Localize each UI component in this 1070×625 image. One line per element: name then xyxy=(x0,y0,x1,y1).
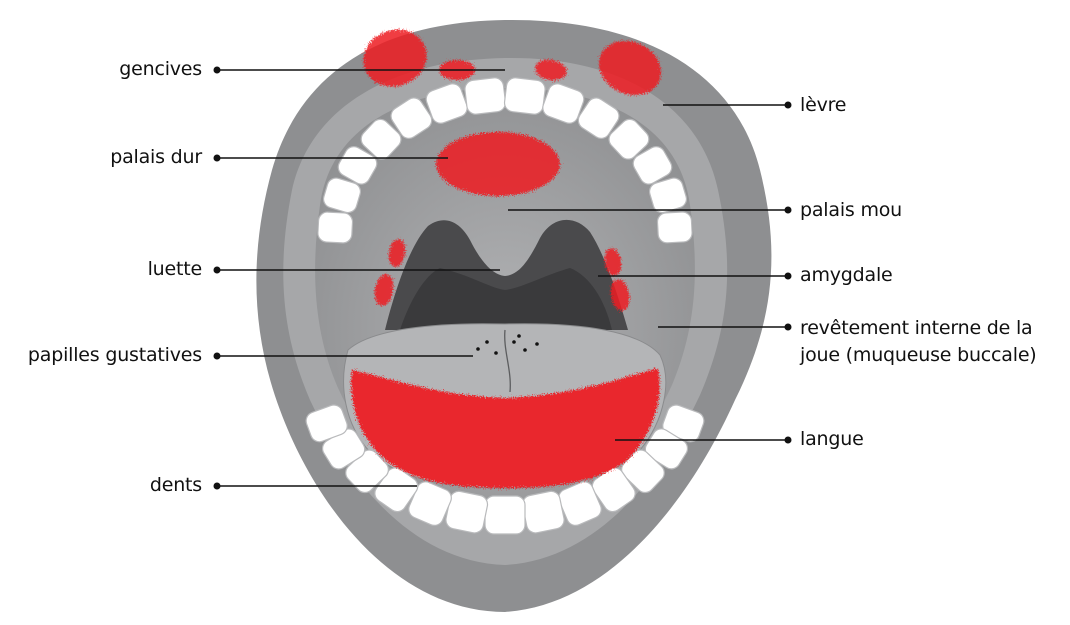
taste-bud-dot xyxy=(517,334,521,338)
label-joue-line-1: revêtement interne de la xyxy=(800,315,1037,342)
leader-dents-dot xyxy=(214,483,221,490)
label-dents: dents xyxy=(150,474,202,496)
tooth xyxy=(485,496,525,534)
tooth xyxy=(521,490,566,535)
label-luette: luette xyxy=(148,258,202,280)
tooth xyxy=(317,212,353,244)
label-palais-dur: palais dur xyxy=(110,146,202,168)
leader-joue-dot xyxy=(785,324,792,331)
label-levre: lèvre xyxy=(800,94,846,116)
tooth xyxy=(657,212,693,244)
taste-bud-dot xyxy=(494,351,498,355)
red-patch xyxy=(436,132,560,196)
label-papilles-gustatives: papilles gustatives xyxy=(28,344,202,366)
leader-luette-dot xyxy=(214,267,221,274)
label-amygdale: amygdale xyxy=(800,264,893,286)
taste-bud-dot xyxy=(535,342,539,346)
label-langue: langue xyxy=(800,428,864,450)
leader-amygdale-dot xyxy=(785,273,792,280)
leader-papilles-dot xyxy=(214,353,221,360)
label-joue-line-2: joue (muqueuse buccale) xyxy=(800,342,1037,369)
label-palais-mou: palais mou xyxy=(800,199,902,221)
leader-palais-dur-dot xyxy=(214,155,221,162)
leader-palais-mou-dot xyxy=(785,207,792,214)
taste-bud-dot xyxy=(523,348,527,352)
leader-gencives-dot xyxy=(214,67,221,74)
taste-bud-dot xyxy=(476,347,480,351)
label-joue: revêtement interne de la joue (muqueuse … xyxy=(800,315,1037,369)
tooth xyxy=(504,77,547,115)
leader-levre-dot xyxy=(785,102,792,109)
taste-bud-dot xyxy=(512,340,516,344)
label-gencives: gencives xyxy=(119,58,202,80)
taste-bud-dot xyxy=(485,340,489,344)
leader-langue-dot xyxy=(785,437,792,444)
tooth xyxy=(464,77,507,115)
